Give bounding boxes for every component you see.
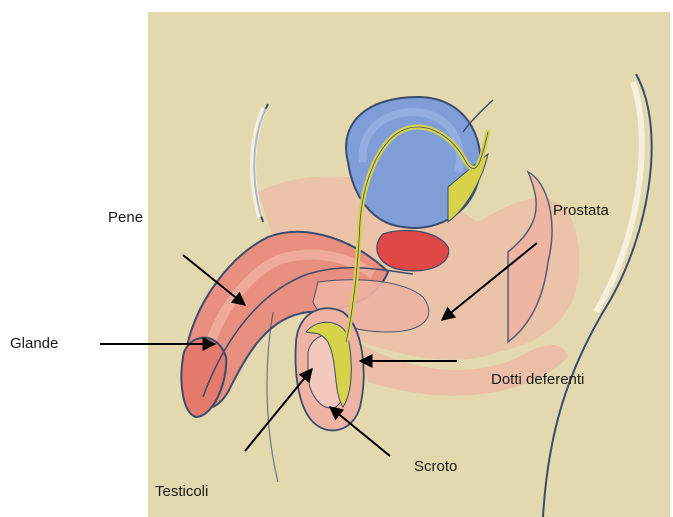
arrow-scroto xyxy=(330,407,390,456)
label-glande: Glande xyxy=(10,336,58,351)
label-pene: Pene xyxy=(108,210,143,225)
arrow-testicoli xyxy=(245,369,312,451)
arrow-prostata xyxy=(442,243,537,320)
label-testicoli: Testicoli xyxy=(155,484,208,499)
arrow-pene xyxy=(183,255,245,305)
label-scroto: Scroto xyxy=(414,459,457,474)
label-dotti-deferenti: Dotti deferenti xyxy=(491,372,584,387)
label-prostata: Prostata xyxy=(553,203,609,218)
